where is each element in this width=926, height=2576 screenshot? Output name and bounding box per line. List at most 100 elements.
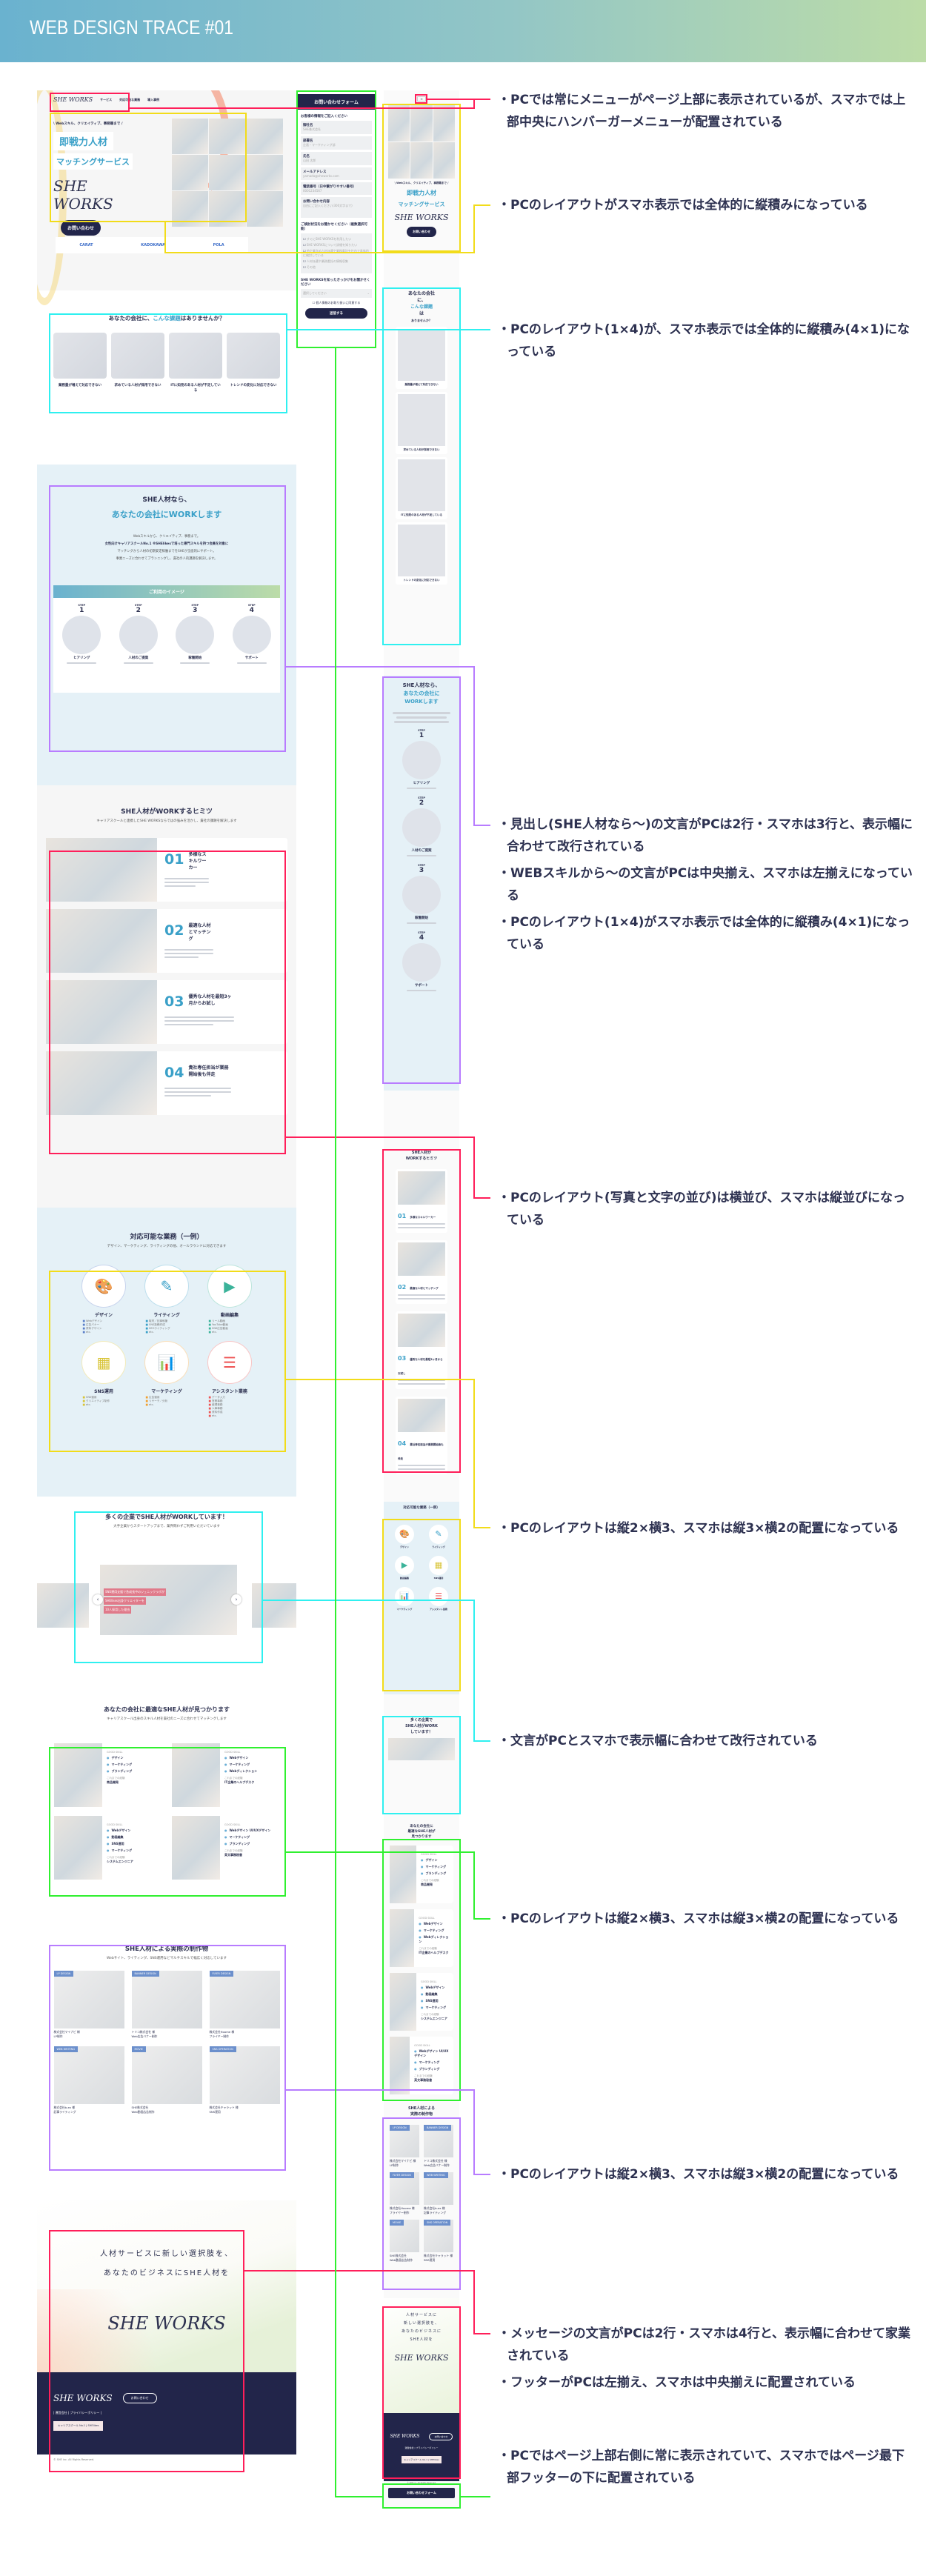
page-header: WEB DESIGN TRACE #01 <box>0 0 926 62</box>
issue-illustration <box>169 333 222 379</box>
issue-card: 求めている人材が採用できない <box>111 333 164 393</box>
consent-checkbox[interactable]: ☐ 個人情報のお取り扱いに同意する <box>312 301 361 304</box>
talent-card: GOOD SKILLWebデザイン UI/UXデザインマーケティングブランディン… <box>172 1816 279 1880</box>
carousel-active-slide[interactable]: SNS運用支援で急成長中のジェニックラボが SHElikes出身クリエイターを … <box>100 1565 237 1635</box>
form-field[interactable]: 部署名企画・マーケティング部 <box>301 136 372 150</box>
hero-tagline: \ Webスキル、クリエイティブ、事務職まで / <box>53 122 123 126</box>
status-checkbox[interactable]: ☐ その他 <box>303 265 316 269</box>
talent-card: GOOD SKILLWebデザインマーケティングWebディレクションこれまでの経… <box>172 1743 279 1807</box>
service-task: SEOライティング <box>146 1327 199 1331</box>
service-task: YouTube動画 <box>209 1323 262 1327</box>
status-checkbox[interactable]: ☐ SHE WORKSについて詳細を知りたい <box>303 243 358 247</box>
form-field[interactable]: 氏名山田 太郎 <box>301 152 372 165</box>
person-photo <box>390 1846 416 1903</box>
service-task: etc. <box>83 1403 136 1406</box>
sp-service-item: 📊マーケティング <box>393 1587 416 1611</box>
service-task: etc. <box>83 1331 136 1334</box>
sp-footer-contact-button[interactable]: お問い合わせ <box>429 2433 453 2440</box>
hero-logo: SHE WORKS <box>53 177 113 213</box>
submit-button[interactable]: 送信する <box>305 308 367 319</box>
service-item: ▦SNS運用SNS運用クリエイティブ制作etc. <box>73 1341 136 1417</box>
hamburger-menu-icon[interactable]: ≡ <box>417 96 426 101</box>
service-task: SNS投稿作成 <box>146 1323 199 1327</box>
status-checkbox[interactable]: ☐ 人材派遣や業務委託の情報収集 <box>303 259 348 263</box>
works-sub: Webサイト、ライティング、SNS運用などマルチスキルで幅広く対応しています <box>107 1957 227 1960</box>
sp-issue-card: 業務量が増えて対応できない <box>396 327 447 389</box>
carousel-next-button[interactable]: › <box>231 1594 242 1605</box>
footer-logo[interactable]: SHE WORKS <box>53 2393 113 2403</box>
pc-message-section: 人材サービスに新しい選択肢を、 あなたのビジネスにSHE人材を SHE WORK… <box>37 2200 296 2378</box>
source-select[interactable]: 選択してください⌄ <box>301 289 372 298</box>
sp-issue-card: トレンドの変化に対応できない <box>396 522 447 585</box>
annotation-matching: ・PCのレイアウトは縦2×横3、スマホは縦3×横2の配置になっている <box>498 1911 899 1926</box>
sp-secret-card: 01 多様なスキルワーカー <box>396 1169 447 1233</box>
sp-contact-button[interactable]: お問い合わせ <box>407 227 436 237</box>
pc-services-section: 対応可能な業務（一例） デザイン、マーケティング、ライティングの他、オールラウン… <box>37 1208 296 1497</box>
service-task: 資料作成 <box>209 1411 262 1414</box>
footer-badge[interactable]: キャリアスクール No.1 | SHElikes <box>53 2421 104 2431</box>
logo[interactable]: SHE WORKS <box>53 96 93 103</box>
pc-matching-section: あなたの会社に最適なSHE人材が見つかります キャリアスクール出身のスキル人材を… <box>37 1705 296 1943</box>
status-checkbox[interactable]: ☐ すぐにSHE WORKSを利用したい <box>303 237 352 241</box>
status-checkbox[interactable]: ☐ 他企業含め人材派遣や業務委託を社内で具体的に検討している <box>303 249 369 257</box>
sp-contact-form-button[interactable]: お問い合わせフォーム <box>388 2488 455 2498</box>
nav-item-tasks[interactable]: 対応可能な業務 <box>119 97 141 101</box>
chart-search-icon: 📊 <box>395 1587 414 1606</box>
nav-item-cases[interactable]: 導入事例 <box>147 97 160 101</box>
service-task: 人事事務 <box>209 1407 262 1411</box>
pc-she-section: SHE人材なら、 あなたの会社にWORKします Webスキルから、クリエイティブ… <box>37 465 296 785</box>
annotation-contact-form: ・PCではページ上部右側に常に表示されていて、スマホではページ最下部フッターの下… <box>498 2449 905 2486</box>
form-section-label: お客様の情報をご記入ください <box>301 115 347 119</box>
sp-services: 対応可能な業務（一例） 🎨デザイン✎ライティング▶動画編集▦SNS運用📊マーケテ… <box>384 1502 459 1694</box>
person-photo <box>390 1973 416 2031</box>
nav-item-service[interactable]: サービス <box>100 97 113 101</box>
secret-photo <box>46 980 157 1044</box>
sp-issues: あなたの会社に、こんな課題はありませんか？ 業務量が増えて対応できない求めている… <box>384 290 459 646</box>
footer-contact-button[interactable]: お問い合わせ <box>122 2393 157 2403</box>
sp-service-item: ▦SNS運用 <box>427 1556 450 1580</box>
form-field[interactable]: 電話番号（日中繋がりやすい番号）0001234567 <box>301 182 372 195</box>
work-image: SNS OPERATION <box>424 2220 453 2252</box>
service-task: 広告運用 <box>146 1396 199 1400</box>
she-description: Webスキルから、クリエイティブ、事務まで。女性向けキャリアスクールNo.1 ※… <box>104 535 229 561</box>
annotation-issues: ・PCのレイアウト(1×4)が、スマホ表示では全体的に縦積み(4×1)になってい… <box>498 322 910 359</box>
issue-illustration <box>111 333 164 379</box>
hero-contact-button[interactable]: お問い合わせ <box>61 220 101 236</box>
carousel-prev-button[interactable]: ‹ <box>93 1594 103 1605</box>
footer-link-privacy[interactable]: プライバシーポリシー <box>70 2411 100 2414</box>
annotation-she: ・見出し(SHE人材なら〜)の文言がPCは2行・スマホは3行と、表示幅に合わせて… <box>498 817 913 952</box>
work-image: WEB WRITING <box>424 2172 453 2205</box>
sp-service-item: ▶動画編集 <box>393 1556 416 1580</box>
step-illustration <box>402 876 441 914</box>
step-illustration <box>176 616 215 654</box>
footer-link-company[interactable]: 運営会社 <box>55 2411 67 2414</box>
work-image: BANNER DESIGN <box>131 1971 202 2028</box>
step-illustration <box>402 808 441 847</box>
form-field[interactable]: お問い合わせ内容自由にご記入ください(300文字まで) <box>301 197 372 218</box>
annotation-works: ・PCのレイアウトは縦2×横3、スマホは縦3×横2の配置になっている <box>498 2167 899 2182</box>
